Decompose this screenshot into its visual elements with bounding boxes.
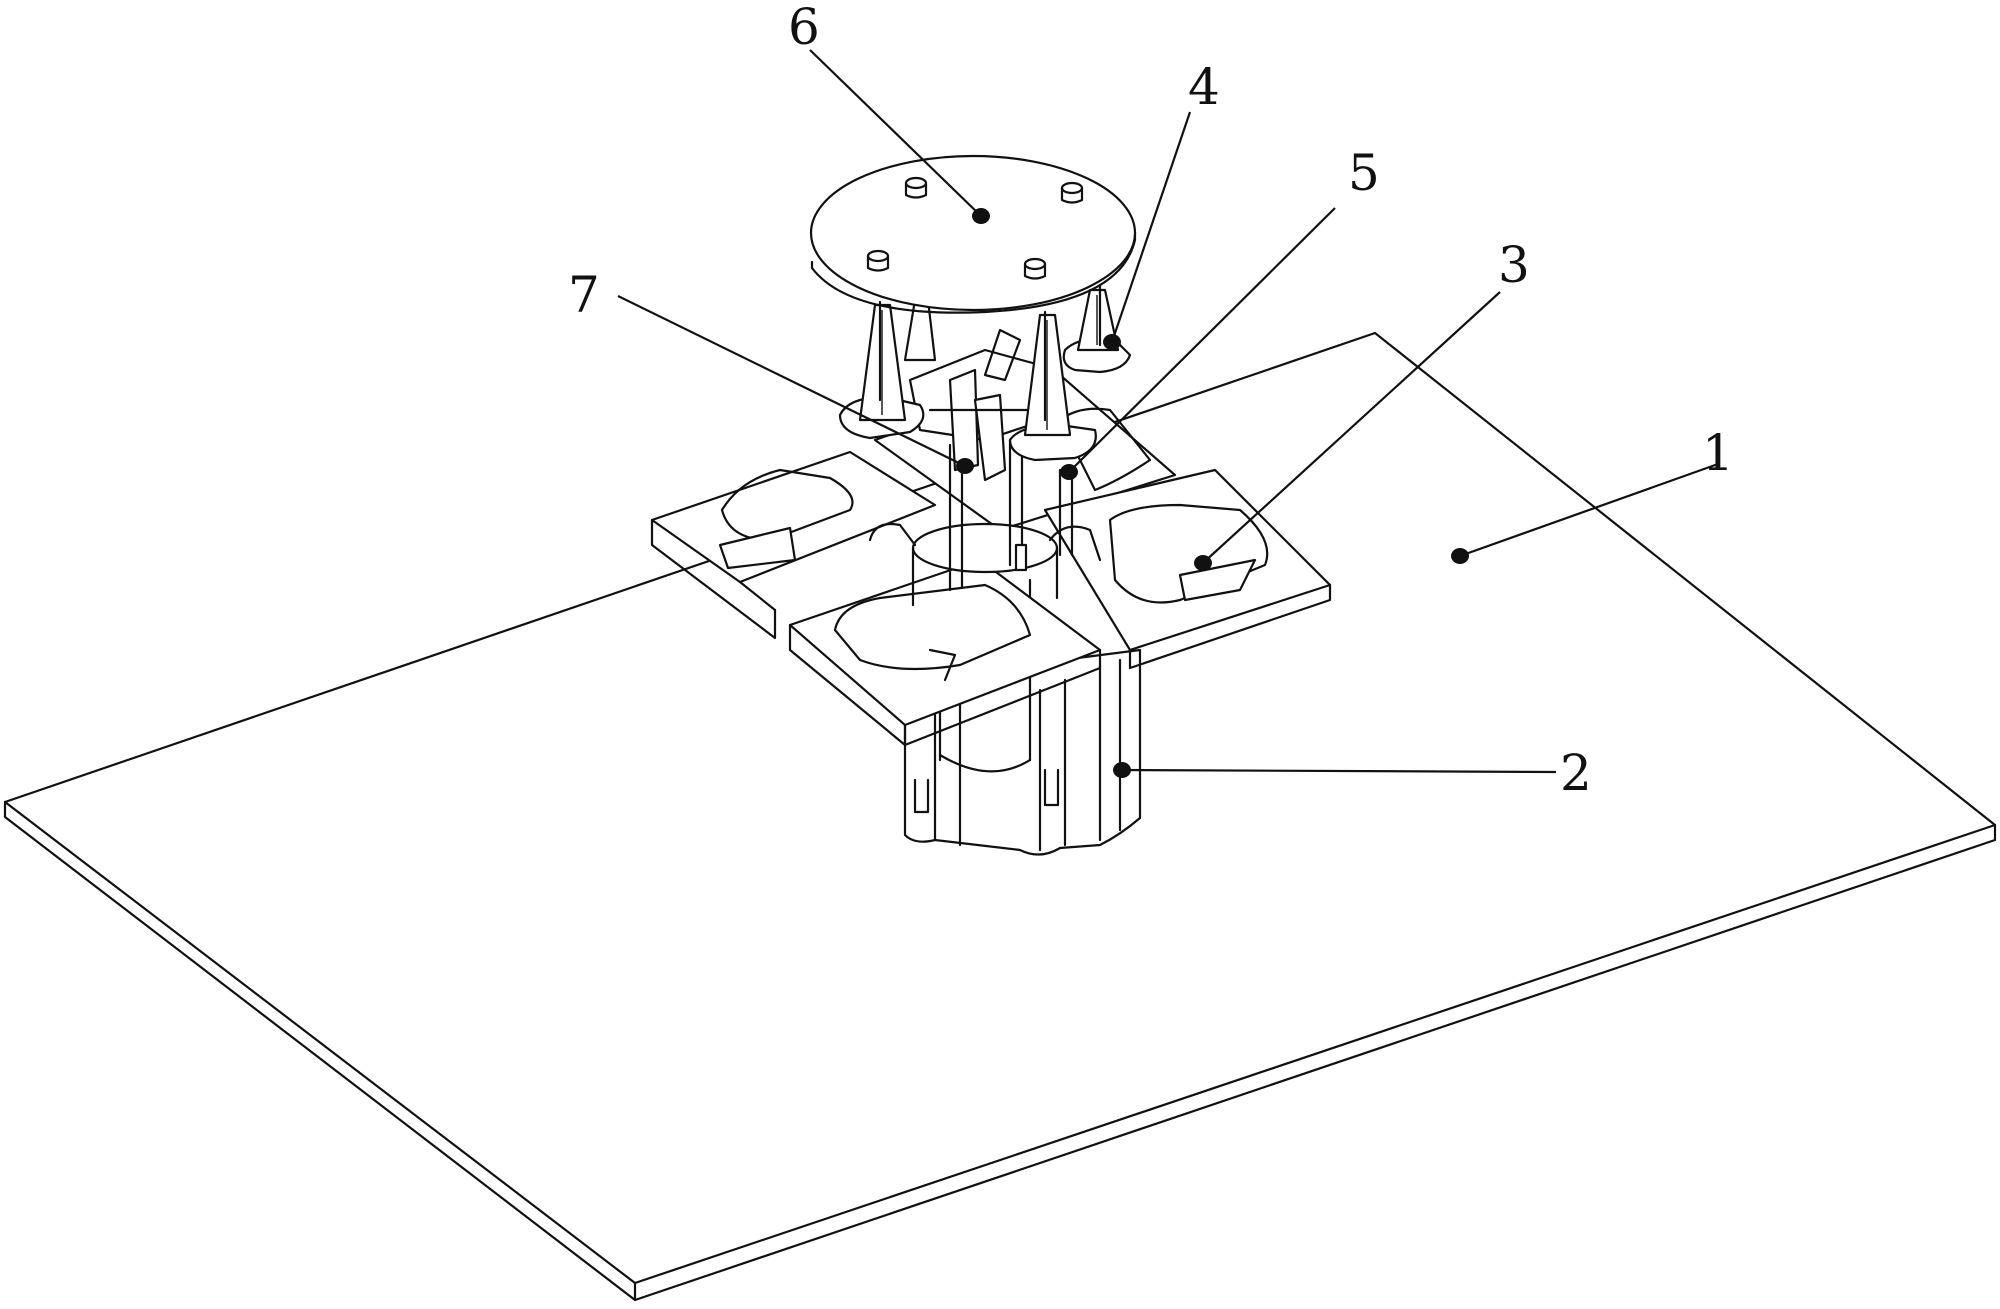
disk-boss bbox=[866, 249, 890, 272]
marker-dot-2 bbox=[1113, 762, 1131, 778]
callout-label-7: 7 bbox=[568, 266, 600, 324]
callout-label-4: 4 bbox=[1188, 58, 1220, 116]
marker-dot-4 bbox=[1103, 334, 1121, 350]
disk-boss bbox=[1023, 257, 1047, 280]
leader-line-6 bbox=[809, 49, 982, 217]
callout-labels: 1 2 3 4 5 6 7 bbox=[568, 0, 1734, 802]
callout-label-2: 2 bbox=[1560, 744, 1592, 802]
leader-line-1 bbox=[1459, 462, 1719, 558]
callout-label-6: 6 bbox=[788, 0, 820, 56]
leader-line-7 bbox=[617, 295, 966, 467]
leader-line-3 bbox=[1202, 291, 1501, 564]
disk-boss bbox=[1060, 181, 1084, 204]
gripper-mechanism bbox=[908, 328, 1047, 482]
leader-line-4 bbox=[1110, 111, 1192, 343]
callout-label-1: 1 bbox=[1702, 424, 1734, 482]
top-disk bbox=[809, 154, 1137, 314]
callout-label-3: 3 bbox=[1498, 236, 1530, 294]
support-legs bbox=[838, 283, 1132, 462]
marker-dot-5 bbox=[1060, 464, 1078, 480]
marker-dot-1 bbox=[1451, 548, 1469, 564]
disk-boss bbox=[904, 176, 928, 199]
leader-lines bbox=[617, 49, 1719, 778]
marker-dot-6 bbox=[972, 208, 990, 224]
leader-line-5 bbox=[1068, 207, 1336, 473]
marker-dot-7 bbox=[956, 458, 974, 474]
callout-label-5: 5 bbox=[1348, 144, 1380, 202]
leader-line-2 bbox=[1121, 768, 1557, 774]
marker-dot-3 bbox=[1194, 555, 1212, 571]
